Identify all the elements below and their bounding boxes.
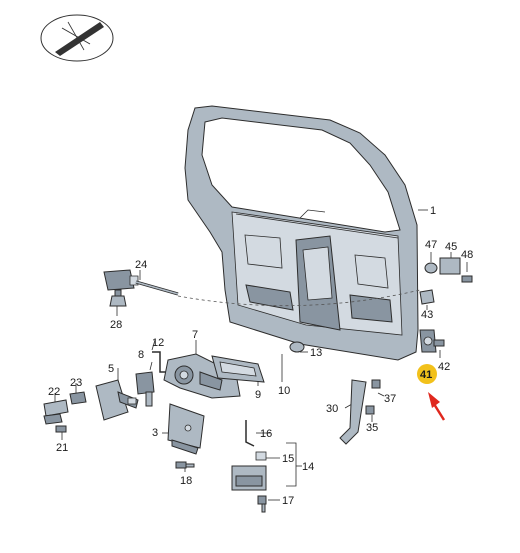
callout-1: 1 [430, 205, 436, 217]
callout-28: 28 [110, 319, 122, 331]
callout-22: 22 [48, 386, 60, 398]
callout-10: 10 [278, 385, 290, 397]
part-41-striker-highlighted [419, 329, 437, 353]
part-13-plug [289, 341, 305, 353]
part-15-clip [255, 451, 267, 461]
callout-7: 7 [192, 329, 198, 341]
part-3-cover [167, 403, 205, 455]
callout-16: 16 [260, 428, 272, 440]
callout-13: 13 [310, 347, 322, 359]
callout-9: 9 [255, 389, 261, 401]
part-43-bumper [419, 289, 435, 305]
part-42-bolt [433, 339, 445, 347]
callout-21: 21 [56, 442, 68, 454]
part-12-rod [152, 351, 168, 373]
callout-47: 47 [425, 239, 437, 251]
part-37-screw [371, 379, 381, 389]
callout-5: 5 [108, 363, 114, 375]
part-14-latch [231, 465, 267, 491]
callout-30: 30 [326, 403, 338, 415]
part-21-screw [55, 425, 67, 433]
tailgate-panel [184, 105, 419, 361]
part-8-lock-cylinder [135, 371, 155, 407]
callout-14: 14 [302, 461, 314, 473]
callout-24: 24 [135, 259, 147, 271]
part-24-rod [103, 269, 179, 296]
callout-17: 17 [282, 495, 294, 507]
part-16-rod [245, 420, 255, 447]
callout-15: 15 [282, 453, 294, 465]
part-28-clip [109, 289, 127, 307]
callout-48: 48 [461, 249, 473, 261]
red-arrow-icon [428, 392, 446, 421]
part-47-bushing [424, 262, 438, 274]
callout-23: 23 [70, 377, 82, 389]
part-17-bolt [257, 495, 267, 513]
callout-43: 43 [421, 309, 433, 321]
part-23-pin [69, 391, 87, 405]
part-22-buffer [43, 399, 69, 425]
part-18-screw [175, 461, 195, 469]
part-9-handle [211, 355, 265, 383]
part-30-strap [339, 379, 367, 445]
callout-42: 42 [438, 361, 450, 373]
part-45-hinge [439, 257, 461, 275]
callout-18: 18 [180, 475, 192, 487]
part-7-lock-mechanism [163, 353, 241, 399]
callout-45: 45 [445, 241, 457, 253]
part-48-screw [461, 275, 473, 283]
part-5-bracket [95, 379, 139, 421]
callout-35: 35 [366, 422, 378, 434]
callout-41-label: 41 [420, 369, 432, 381]
part-35-screw [365, 405, 375, 415]
callout-37: 37 [384, 393, 396, 405]
callout-8: 8 [138, 349, 144, 361]
callout-3: 3 [152, 427, 158, 439]
manufacturer-emblem [40, 14, 114, 62]
callout-41-highlighted: 41 [417, 364, 437, 384]
callout-12: 12 [152, 337, 164, 349]
